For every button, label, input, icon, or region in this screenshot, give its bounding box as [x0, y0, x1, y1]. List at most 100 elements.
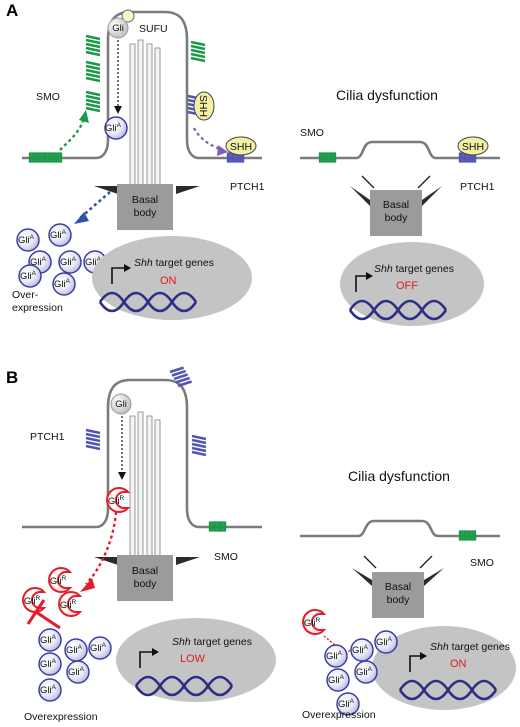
basal-body-label: body	[134, 578, 158, 590]
basal-body-label: Basal	[132, 194, 158, 206]
fiber-line-icon	[363, 555, 433, 569]
gli-repressor-icon: GliR	[48, 567, 73, 593]
svg-text:GliA: GliA	[105, 122, 122, 134]
svg-text:GliA: GliA	[66, 644, 83, 656]
plasma-membrane-b-left	[22, 378, 262, 529]
promoter-arrow-icon	[409, 655, 422, 672]
gli-active-icon: GliA	[350, 638, 374, 662]
promoter-arrow-icon	[139, 651, 154, 668]
basal-body-label: Basal	[383, 199, 409, 211]
ptch1-label: PTCH1	[460, 181, 495, 193]
promoter-arrow-icon	[111, 267, 126, 284]
svg-text:GliA: GliA	[40, 658, 57, 670]
gli-active-icon: GliA	[64, 638, 88, 662]
inhibition-icon	[26, 599, 61, 630]
gli-repressor-cluster: GliR GliR GliR	[22, 567, 83, 617]
shh-ligand-icon	[225, 136, 257, 156]
panel-b-letter: B	[6, 368, 18, 387]
smo-label: SMO	[470, 557, 494, 569]
svg-text:GliA: GliA	[54, 278, 71, 290]
svg-text:GliA: GliA	[352, 644, 369, 656]
nucleus-a-right	[340, 242, 484, 326]
overexpression-label: Overexpression	[24, 711, 98, 723]
overexpression-label: Over-	[12, 289, 39, 301]
gli-active-icon: GliA	[38, 628, 62, 652]
svg-text:GliA: GliA	[40, 634, 57, 646]
basal-body-label: Basal	[385, 581, 411, 593]
ptch1-exit-arrow	[193, 127, 223, 152]
transition-fiber-icon	[352, 568, 372, 586]
gli-active-icon: GliA	[18, 264, 42, 288]
gli-active-icon: GliA	[324, 644, 348, 668]
smo-membrane-icon	[27, 151, 64, 164]
ptch1-label: PTCH1	[30, 431, 65, 443]
plasma-membrane-a-right	[300, 140, 500, 160]
svg-text:GliR: GliR	[304, 617, 321, 629]
arrowhead-icon	[79, 110, 89, 123]
basal-body-b	[117, 555, 173, 601]
gli-active-icon: GliA	[66, 660, 90, 684]
svg-text:GliA: GliA	[40, 684, 57, 696]
arrowhead-icon	[217, 145, 228, 156]
shh-ligand-icon	[457, 136, 489, 156]
smo-translocation-arrow	[59, 117, 86, 151]
gene-state-label: ON	[450, 658, 467, 670]
nucleus-a-left	[92, 236, 252, 320]
sufu-icon	[121, 9, 135, 23]
gli-active-icon: GliA	[48, 223, 72, 247]
svg-text:GliA: GliA	[20, 270, 37, 282]
svg-text:GliR: GliR	[60, 599, 77, 611]
axoneme-b	[129, 411, 161, 559]
svg-text:GliA: GliA	[90, 642, 107, 654]
shh-ligand-icon: SHH	[193, 91, 215, 121]
arrowhead-icon	[114, 106, 122, 114]
shh-label: SHH	[230, 141, 252, 153]
gli-label: Gli	[115, 399, 127, 410]
gli-active-cluster: GliA GliA GliA GliA GliA GliA	[38, 628, 112, 702]
gene-state-label: LOW	[180, 653, 206, 665]
gli-active-icon: GliA	[336, 692, 360, 716]
fiber-line-icon	[361, 175, 431, 189]
shh-label: SHH	[462, 141, 484, 153]
gli-repressor-cilium: GliR	[106, 487, 131, 513]
gli-label: Gli	[112, 23, 124, 34]
basal-body-b-right	[372, 572, 424, 618]
gli-icon	[110, 393, 132, 415]
arrowhead-icon	[420, 652, 427, 660]
gli-repressor-single: GliR	[302, 609, 327, 635]
gli-active-icon: GliA	[38, 678, 62, 702]
svg-text:GliA: GliA	[68, 666, 85, 678]
arrowhead-icon	[74, 212, 89, 224]
gli-active-icon: GliA	[354, 660, 378, 684]
svg-text:GliA: GliA	[356, 666, 373, 678]
smo-label: SMO	[300, 127, 324, 139]
svg-text:GliR: GliR	[108, 495, 125, 507]
gli-release-arrow	[79, 191, 111, 219]
smo-membrane-icon	[317, 151, 338, 164]
svg-text:GliA: GliA	[18, 234, 35, 246]
shh-label: SHH	[197, 95, 209, 117]
cilia-dysfunction-title: Cilia dysfunction	[348, 468, 450, 484]
transition-fiber-icon	[94, 186, 118, 194]
transition-fiber-icon	[424, 568, 444, 586]
basal-body-label: body	[387, 594, 411, 606]
svg-text:GliA: GliA	[30, 256, 47, 268]
overexpression-label: Overexpression	[302, 709, 376, 721]
basal-body-a	[117, 184, 173, 230]
arrowhead-icon	[124, 264, 131, 272]
arrowhead-icon	[152, 648, 159, 656]
svg-text:GliR: GliR	[24, 595, 41, 607]
svg-text:GliA: GliA	[60, 256, 77, 268]
plasma-membrane-a-left	[22, 10, 262, 160]
basal-body-label: body	[385, 212, 409, 224]
svg-text:GliA: GliA	[85, 256, 102, 268]
sufu-label: SUFU	[139, 23, 168, 35]
target-gene-label: Shh target genes	[134, 257, 214, 269]
svg-text:GliA: GliA	[328, 674, 345, 686]
panel-a-letter: A	[6, 1, 18, 20]
arrowhead-icon	[80, 578, 95, 592]
gli-active-icon: GliA	[52, 272, 76, 296]
